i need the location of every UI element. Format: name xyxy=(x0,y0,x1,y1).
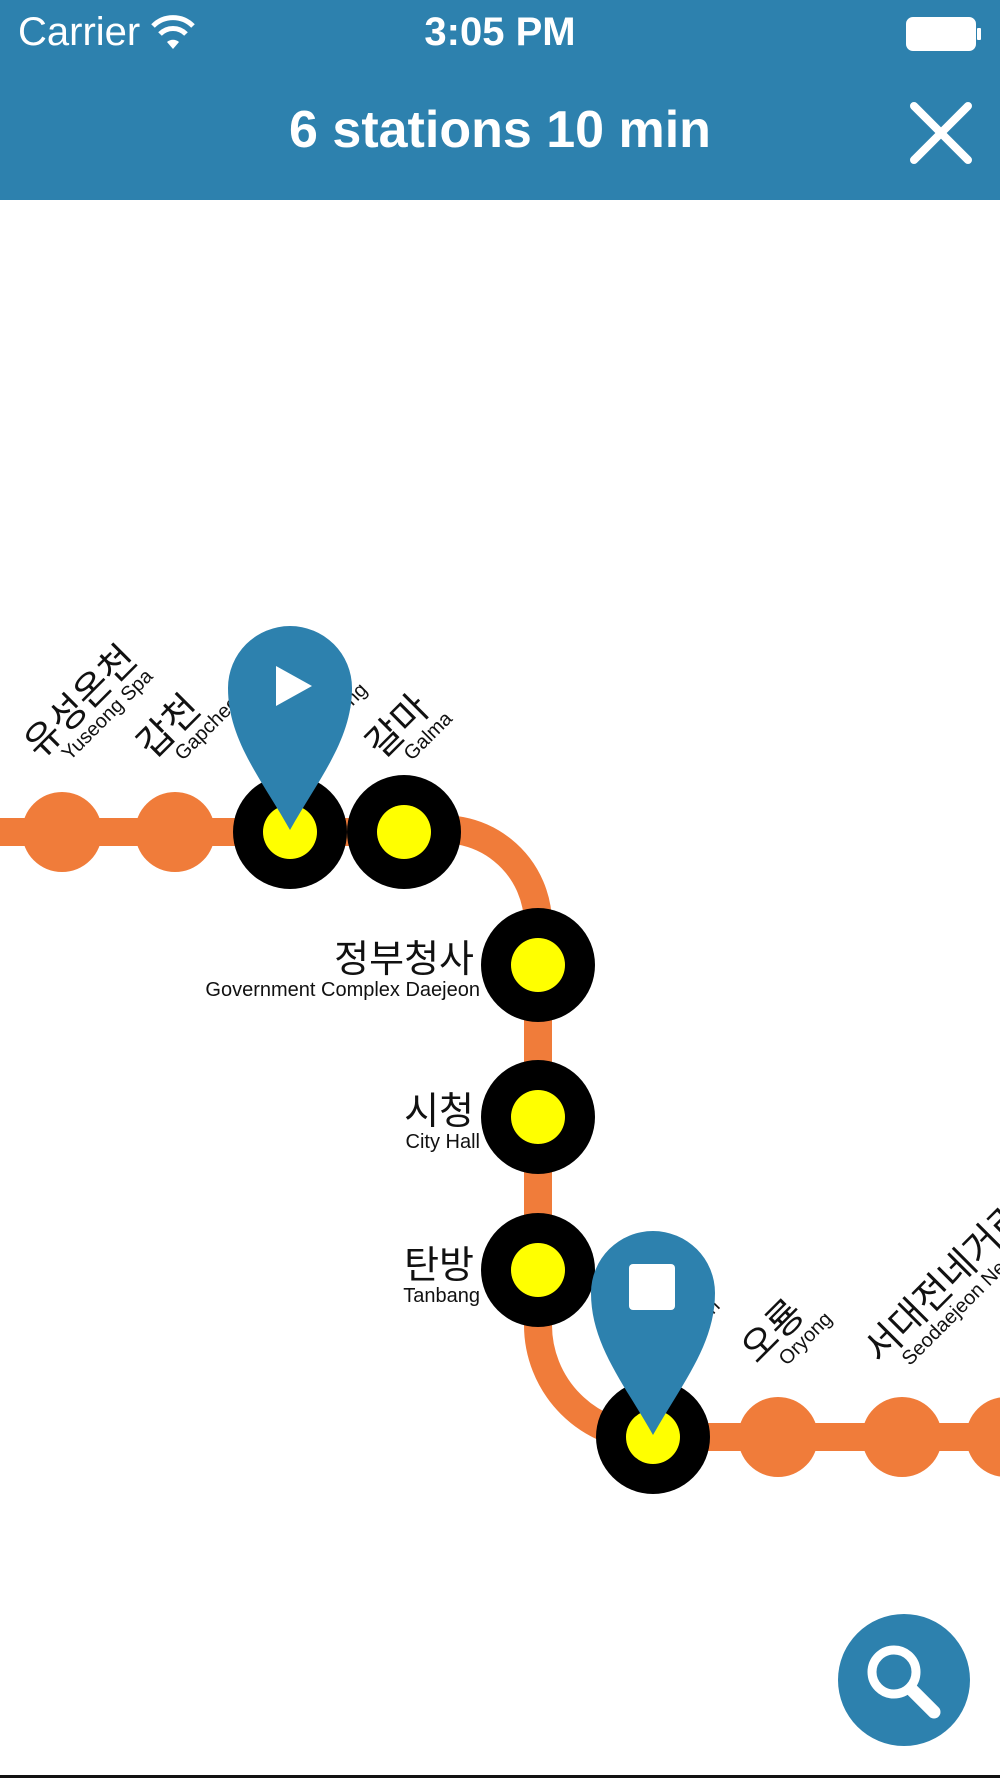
station-galma[interactable] xyxy=(347,775,461,889)
station-gapcheon[interactable] xyxy=(135,792,215,872)
label-galma: 갈마 Galma xyxy=(357,686,457,767)
end-pin[interactable] xyxy=(591,1231,715,1435)
start-pin[interactable] xyxy=(228,626,352,830)
battery-icon xyxy=(906,17,981,51)
close-button[interactable] xyxy=(906,98,976,168)
label-city-hall: 시청 City Hall xyxy=(404,1089,480,1153)
label-ko: 시청 xyxy=(404,1089,474,1133)
label-seodaejeon: 서대전네거리 Seodaejeon Ne xyxy=(855,1192,1000,1371)
station-oryong[interactable] xyxy=(738,1397,818,1477)
search-icon xyxy=(867,1645,941,1719)
subway-map-canvas: 유성온천 Yuseong Spa 갑천 Gapcheon 월평 Wolpyeon… xyxy=(0,626,1000,1494)
station-gov-complex[interactable] xyxy=(481,908,595,1022)
search-button[interactable] xyxy=(838,1614,970,1746)
station-city-hall[interactable] xyxy=(481,1060,595,1174)
label-ko: 탄방 xyxy=(404,1243,474,1287)
label-en: City Hall xyxy=(406,1131,480,1153)
label-oryong: 오룡 Oryong xyxy=(732,1291,836,1372)
station-tanbang[interactable] xyxy=(481,1213,595,1327)
carrier-label: Carrier xyxy=(18,10,141,54)
label-tanbang: 탄방 Tanbang xyxy=(403,1243,480,1307)
station-wolpyeong[interactable] xyxy=(233,775,347,889)
subway-map[interactable]: 유성온천 Yuseong Spa 갑천 Gapcheon 월평 Wolpyeon… xyxy=(0,200,1000,1778)
label-gov-complex: 정부청사 Government Complex Daejeon xyxy=(205,937,480,1001)
label-ko: 정부청사 xyxy=(334,937,474,981)
station-yongmun[interactable] xyxy=(596,1380,710,1494)
station-next-offscreen[interactable] xyxy=(966,1397,1000,1477)
route-summary-title: 6 stations 10 min xyxy=(289,101,711,159)
label-en: Government Complex Daejeon xyxy=(205,979,480,1001)
header-bar: Carrier 3:05 PM 6 stations 10 min xyxy=(0,0,1000,200)
label-en: Tanbang xyxy=(403,1285,480,1307)
close-icon xyxy=(910,102,972,164)
station-seodaejeon[interactable] xyxy=(862,1397,942,1477)
status-time: 3:05 PM xyxy=(424,10,576,54)
bottom-divider xyxy=(0,1775,1000,1778)
station-yuseong-spa[interactable] xyxy=(22,792,102,872)
stop-icon xyxy=(629,1264,675,1310)
label-yuseong-spa: 유성온천 Yuseong Spa xyxy=(15,636,158,766)
play-icon xyxy=(276,666,312,706)
wifi-icon xyxy=(151,15,195,49)
